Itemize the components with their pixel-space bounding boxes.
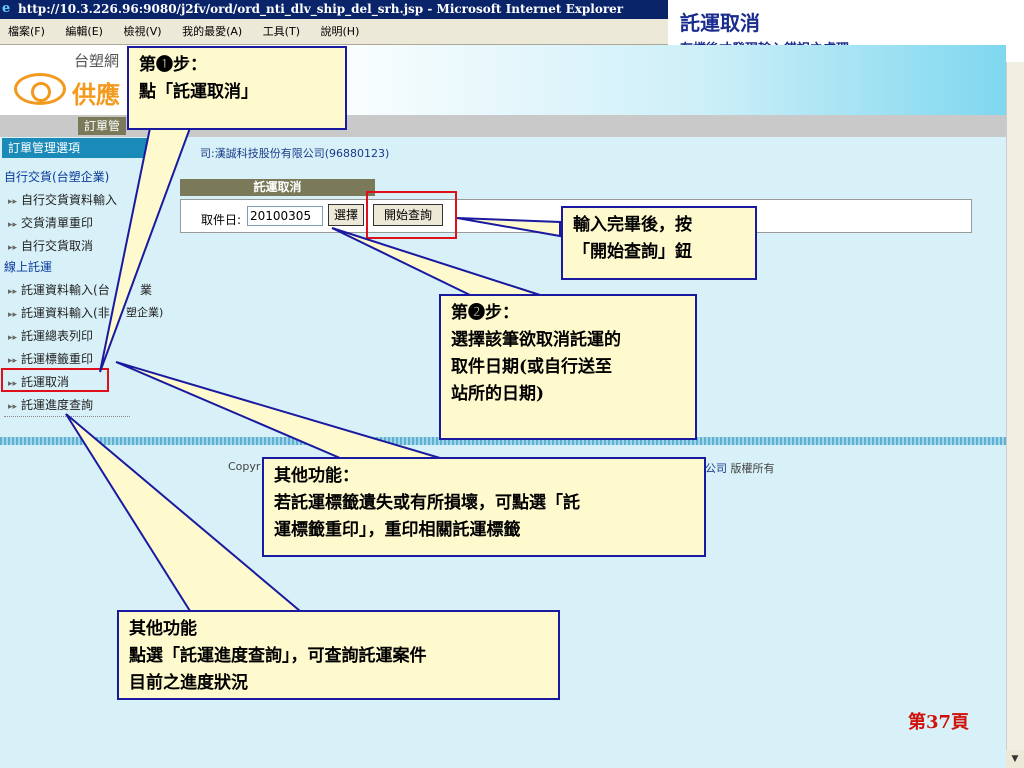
- arrow-icon: ▸▸: [8, 402, 18, 412]
- sidebar-item-tail-2: 塑企業): [126, 306, 164, 319]
- sidebar-item-shipping-cancel[interactable]: ▸▸託運取消: [8, 375, 70, 389]
- menu-file[interactable]: 檔案(F): [8, 25, 45, 38]
- callout-other-function-progress: 其他功能點選「託運進度查詢」，可查詢託運案件目前之進度狀況: [117, 610, 560, 700]
- menu-view[interactable]: 檢視(V): [123, 25, 162, 38]
- arrow-icon: ▸▸: [8, 287, 18, 297]
- sidebar-section-self-delivery[interactable]: 自行交貨(台塑企業): [4, 170, 110, 184]
- sidebar-item-self-delivery-cancel[interactable]: ▸▸自行交貨取消: [8, 239, 94, 253]
- highlight-shipping-cancel: [1, 368, 109, 392]
- sidebar-item-self-delivery-input[interactable]: ▸▸自行交貨資料輸入: [8, 193, 118, 207]
- sidebar-item-shipping-progress[interactable]: ▸▸託運進度查詢: [8, 398, 94, 412]
- sidebar-item-reprint-list[interactable]: ▸▸交貨清單重印: [8, 216, 94, 230]
- sidebar-section-online-shipping[interactable]: 線上託運: [4, 260, 53, 274]
- sidebar-header: 訂單管理選項: [2, 138, 152, 158]
- footer-stripe: [0, 437, 1006, 445]
- menu-edit[interactable]: 編輯(E): [65, 25, 103, 38]
- brand-small-text: 台塑網: [74, 52, 120, 70]
- sidebar-item-tail-1: 業: [140, 283, 153, 297]
- logo-icon: [14, 73, 66, 105]
- vertical-scrollbar[interactable]: [1006, 62, 1024, 768]
- arrow-icon: ▸▸: [8, 310, 18, 320]
- window-titlebar: e http://10.3.226.96:9080/j2fv/ord/ord_n…: [0, 0, 668, 19]
- pickup-date-label: 取件日:: [201, 213, 242, 227]
- arrow-icon: ▸▸: [8, 356, 18, 366]
- arrow-icon: ▸▸: [8, 220, 18, 230]
- ie-icon: e: [2, 1, 11, 16]
- copyright-right: 公司 版權所有: [705, 462, 775, 475]
- window-title: http://10.3.226.96:9080/j2fv/ord/ord_nti…: [18, 2, 624, 16]
- menu-bar: 檔案(F) 編輯(E) 檢視(V) 我的最愛(A) 工具(T) 說明(H): [0, 19, 668, 45]
- scroll-down-arrow-icon[interactable]: ▼: [1006, 750, 1024, 768]
- sidebar-item-shipping-input-nonfpg[interactable]: ▸▸託運資料輸入(非: [8, 306, 110, 320]
- menu-favorites[interactable]: 我的最愛(A): [182, 25, 243, 38]
- arrow-icon: ▸▸: [8, 379, 18, 389]
- callout-step2: 第❷步：選擇該筆欲取消託運的 取件日期(或自行送至站所的日期): [439, 294, 697, 440]
- tab-order-management[interactable]: 訂單管: [78, 117, 127, 135]
- sidebar-item-label-reprint[interactable]: ▸▸託運標籤重印: [8, 352, 94, 366]
- page-number: 第37頁: [908, 712, 970, 733]
- copyright-left: Copyr: [228, 460, 261, 473]
- sidebar-item-shipping-summary-print[interactable]: ▸▸託運總表列印: [8, 329, 94, 343]
- sidebar-item-shipping-input-fpg[interactable]: ▸▸託運資料輸入(台: [8, 283, 110, 297]
- start-query-button[interactable]: 開始查詢: [373, 204, 443, 226]
- menu-tools[interactable]: 工具(T): [262, 25, 300, 38]
- highlight-query-button: [366, 191, 457, 239]
- arrow-icon: ▸▸: [8, 197, 18, 207]
- arrow-icon: ▸▸: [8, 333, 18, 343]
- panel-title: 託運取消: [180, 179, 375, 196]
- company-name: 司:漢誠科技股份有限公司(96880123): [200, 147, 390, 160]
- sidebar-divider: [4, 416, 130, 417]
- callout-input-done: 輸入完畢後，按「開始查詢」鈕: [561, 206, 757, 280]
- menu-help[interactable]: 說明(H): [320, 25, 360, 38]
- callout-other-function-reprint: 其他功能：若託運標籤遺失或有所損壞，可點選「託運標籤重印」，重印相關託運標籤: [262, 457, 706, 557]
- arrow-icon: ▸▸: [8, 243, 18, 253]
- select-date-button[interactable]: 選擇: [328, 204, 364, 226]
- pickup-date-input[interactable]: 20100305: [247, 206, 323, 226]
- brand-name: 供應: [72, 81, 120, 109]
- slide-title: 託運取消: [680, 11, 760, 35]
- callout-step1: 第❶步：點「託運取消」: [127, 46, 347, 130]
